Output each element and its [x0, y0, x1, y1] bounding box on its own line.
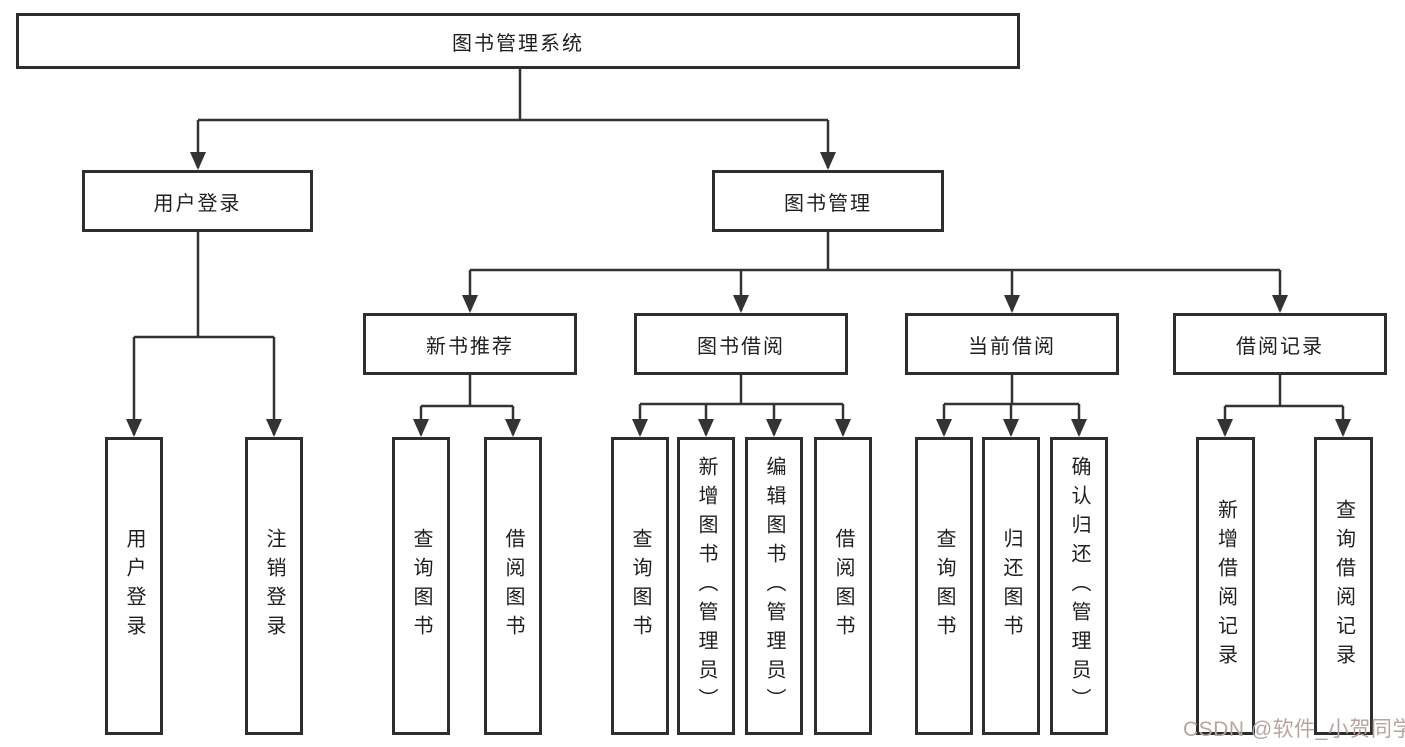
node-label: 查询借阅记录 [1332, 499, 1355, 673]
node-label: 借阅图书 [502, 528, 524, 644]
leaf-user-login: 用户登录 [105, 437, 163, 735]
node-label: 归还图书 [1000, 528, 1022, 644]
node-label: 新增图书（管理员） [695, 455, 717, 717]
arrow-down-icon [733, 295, 749, 313]
connector-user-login-subtree [132, 232, 276, 435]
connector-current-borrow-subtree [942, 375, 1081, 435]
arrow-down-icon [126, 419, 142, 437]
arrow-down-icon [766, 419, 782, 437]
node-label: 图书管理 [784, 192, 872, 215]
arrow-down-icon [698, 419, 714, 437]
node-label: 借阅记录 [1236, 335, 1324, 358]
node-book-management: 图书管理 [712, 170, 944, 232]
arrow-down-icon [1004, 295, 1020, 313]
arrow-down-icon [632, 419, 648, 437]
leaf-query-books: 查询图书 [392, 437, 450, 735]
arrow-down-icon [190, 152, 206, 170]
node-user-login: 用户登录 [82, 170, 313, 232]
leaf-query-books-2: 查询图书 [611, 437, 669, 735]
leaf-borrow-books-2: 借阅图书 [814, 437, 872, 735]
node-book-borrowing: 图书借阅 [634, 313, 848, 375]
arrow-down-icon [462, 295, 478, 313]
node-label: 借阅图书 [832, 528, 854, 644]
node-label: 查询图书 [410, 528, 432, 644]
leaf-query-books-3: 查询图书 [915, 437, 973, 735]
arrow-down-icon [1335, 419, 1351, 437]
node-label: 新书推荐 [426, 335, 514, 358]
csdn-watermark: CSDN @软件_小贺同学 [1183, 718, 1405, 741]
node-label: 确认归还（管理员） [1068, 455, 1090, 717]
node-label: 图书借阅 [697, 335, 785, 358]
node-label: 注销登录 [263, 528, 285, 644]
node-library-management-system: 图书管理系统 [16, 13, 1020, 69]
leaf-logout: 注销登录 [245, 437, 303, 735]
node-label: 用户登录 [153, 192, 242, 215]
leaf-return-books: 归还图书 [982, 437, 1040, 735]
node-label: 新增借阅记录 [1214, 499, 1237, 673]
node-label: 图书管理系统 [452, 32, 584, 55]
connector-borrow-record-subtree [1223, 375, 1345, 435]
arrow-down-icon [505, 419, 521, 437]
arrow-down-icon [936, 419, 952, 437]
connector-book-mgmt-subtree [468, 232, 1282, 311]
arrow-down-icon [266, 419, 282, 437]
leaf-edit-books-admin: 编辑图书（管理员） [745, 437, 803, 735]
node-new-book-recommend: 新书推荐 [363, 313, 577, 375]
arrow-down-icon [1272, 295, 1288, 313]
connector-new-book-subtree [419, 375, 515, 435]
node-label: 编辑图书（管理员） [763, 455, 785, 717]
node-label: 用户登录 [123, 528, 145, 644]
arrow-down-icon [413, 419, 429, 437]
leaf-add-borrow-record: 新增借阅记录 [1196, 437, 1255, 735]
leaf-confirm-return-admin: 确认归还（管理员） [1050, 437, 1108, 735]
connector-book-borrow-subtree [638, 375, 845, 435]
arrow-down-icon [820, 152, 836, 170]
arrow-down-icon [835, 419, 851, 437]
arrow-down-icon [1003, 419, 1019, 437]
leaf-query-borrow-record: 查询借阅记录 [1314, 437, 1373, 735]
node-current-borrowing: 当前借阅 [905, 313, 1119, 375]
arrow-down-icon [1217, 419, 1233, 437]
arrow-down-icon [1071, 419, 1087, 437]
node-label: 查询图书 [629, 528, 651, 644]
node-label: 查询图书 [933, 528, 955, 644]
connector-root-to-level1 [196, 69, 830, 168]
node-borrowing-records: 借阅记录 [1173, 313, 1387, 375]
leaf-add-books-admin: 新增图书（管理员） [677, 437, 735, 735]
node-label: 当前借阅 [968, 335, 1056, 358]
leaf-borrow-books: 借阅图书 [484, 437, 542, 735]
